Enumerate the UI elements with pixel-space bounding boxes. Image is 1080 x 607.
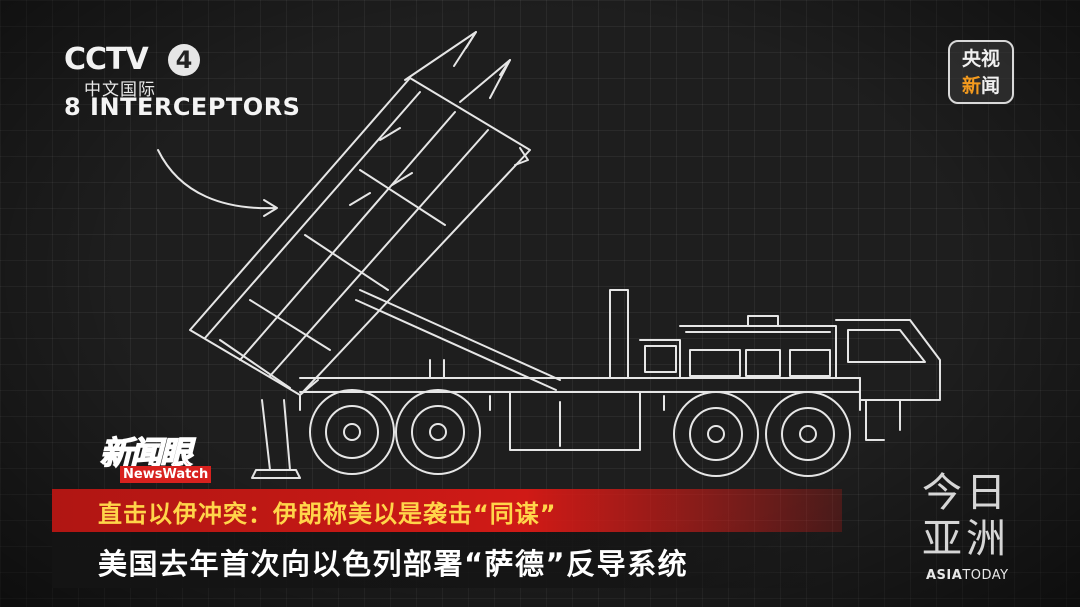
newswatch-en-title: NewsWatch xyxy=(120,466,212,483)
cctv4-logo: CCTV 4 中文国际 xyxy=(64,42,204,102)
lift-arm xyxy=(359,289,561,381)
badge-line2: 新闻 xyxy=(961,75,1001,97)
channel-number: 4 xyxy=(168,44,200,76)
missile-tip xyxy=(459,59,511,103)
asia-today-logo: 今日 亚洲 ASIATODAY xyxy=(920,470,1040,590)
launcher-canister xyxy=(189,31,531,396)
cctv-wordmark: CCTV xyxy=(64,42,149,77)
pointer-arrow xyxy=(157,149,277,210)
wheels xyxy=(299,389,861,477)
newswatch-logo: 新闻眼 NewsWatch xyxy=(98,428,228,486)
interceptors-label: 8 INTERCEPTORS xyxy=(64,93,301,121)
subtitle-bar xyxy=(52,532,842,588)
channel-name: 中文国际 xyxy=(84,80,156,100)
asia-today-cn: 今日 亚洲 xyxy=(922,470,1010,562)
headline-text: 直击以伊冲突：伊朗称美以是袭击“同谋” xyxy=(98,500,557,528)
headline-bar xyxy=(52,489,842,532)
badge-line1: 央视 xyxy=(961,48,1000,70)
subtitle-text: 美国去年首次向以色列部署“萨德”反导系统 xyxy=(98,547,689,581)
missile-tip xyxy=(404,31,477,81)
cctv-news-badge: 央视 新闻 xyxy=(948,40,1014,104)
asia-today-en: ASIATODAY xyxy=(926,568,1009,583)
